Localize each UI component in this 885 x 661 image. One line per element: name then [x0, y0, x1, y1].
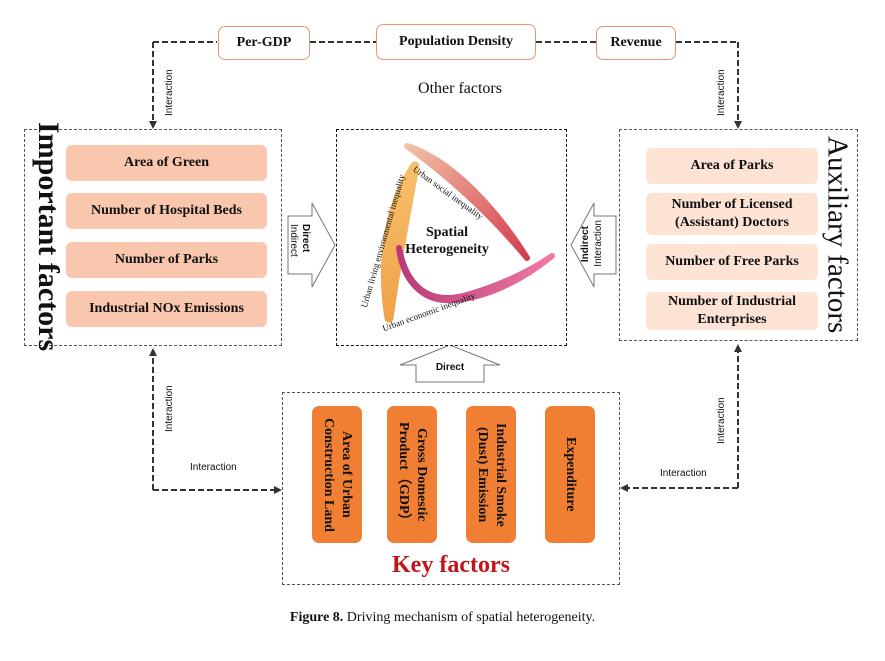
- auxiliary-factor-item: Number of Licensed (Assistant) Doctors: [646, 193, 818, 235]
- key-factor-label: Expenditure: [563, 437, 578, 512]
- key-factor-label: Area of Urban Construction Land: [321, 417, 354, 532]
- right-arrow-labels: Indirect Interaction: [578, 220, 614, 272]
- right-indirect-label: Indirect: [580, 226, 591, 263]
- bottom-direct-arrow: [399, 344, 501, 383]
- important-factor-item: Area of Green: [66, 145, 267, 181]
- social-inequality-arc: [404, 143, 530, 261]
- interaction-label-bottom-right-vertical: Interaction: [716, 397, 727, 444]
- interaction-label-top-right: Interaction: [716, 69, 727, 116]
- key-factor-item: Gross Domestic Product（GDP）: [387, 406, 437, 543]
- key-factor-label: Gross Domestic Product（GDP）: [396, 421, 429, 528]
- revenue-box: Revenue: [596, 26, 676, 60]
- left-indirect-label: Indirect: [288, 224, 299, 257]
- important-factor-item: Number of Hospital Beds: [66, 193, 267, 229]
- spatial-heterogeneity-panel: Spatial Heterogeneity Urban social inequ…: [336, 129, 567, 346]
- auxiliary-factors-title: Auxiliary factors: [821, 136, 854, 334]
- population-density-box: Population Density: [376, 24, 536, 60]
- interaction-label-top-left: Interaction: [164, 69, 175, 116]
- auxiliary-factor-item: Number of Industrial Enterprises: [646, 292, 818, 330]
- bottom-direct-label: Direct: [435, 362, 465, 373]
- auxiliary-factor-item: Number of Free Parks: [646, 244, 818, 280]
- caption-text: Driving mechanism of spatial heterogenei…: [346, 610, 596, 625]
- inequality-triangle-graphic: [380, 143, 555, 323]
- important-factor-item: Industrial NOx Emissions: [66, 291, 267, 327]
- environmental-inequality-arc: [380, 161, 420, 323]
- caption-label: Figure 8.: [289, 610, 344, 625]
- economic-inequality-arc: [396, 245, 555, 304]
- right-indirect-arrow: [570, 202, 617, 288]
- right-interaction-label: Interaction: [593, 220, 604, 267]
- title-line-1: Spatial: [425, 225, 468, 240]
- key-factor-label: Industrial Smoke (Dust) Emission: [475, 422, 508, 527]
- per-gdp-box: Per-GDP: [218, 26, 310, 60]
- auxiliary-factor-item: Area of Parks: [646, 148, 818, 184]
- important-factor-item: Number of Parks: [66, 242, 267, 278]
- key-factor-item: Industrial Smoke (Dust) Emission: [466, 406, 516, 543]
- key-factors-title: Key factors: [392, 552, 510, 578]
- left-arrow-labels: Direct Indirect: [288, 220, 322, 272]
- spatial-heterogeneity-title: Spatial Heterogeneity: [387, 224, 507, 258]
- left-direct-label: Direct: [300, 224, 311, 253]
- interaction-label-bottom-left: Interaction: [190, 462, 237, 473]
- key-factor-item: Expenditure: [545, 406, 595, 543]
- key-factor-item: Area of Urban Construction Land: [312, 406, 362, 543]
- interaction-label-bottom-right: Interaction: [660, 468, 707, 479]
- other-factors-label: Other factors: [418, 80, 502, 97]
- left-direct-arrow: [287, 202, 336, 288]
- interaction-label-bottom-left-vertical: Interaction: [164, 385, 175, 432]
- important-factors-title: Important factors: [32, 122, 65, 352]
- title-line-2: Heterogeneity: [405, 242, 489, 257]
- figure-caption: Figure 8. Driving mechanism of spatial h…: [0, 610, 885, 626]
